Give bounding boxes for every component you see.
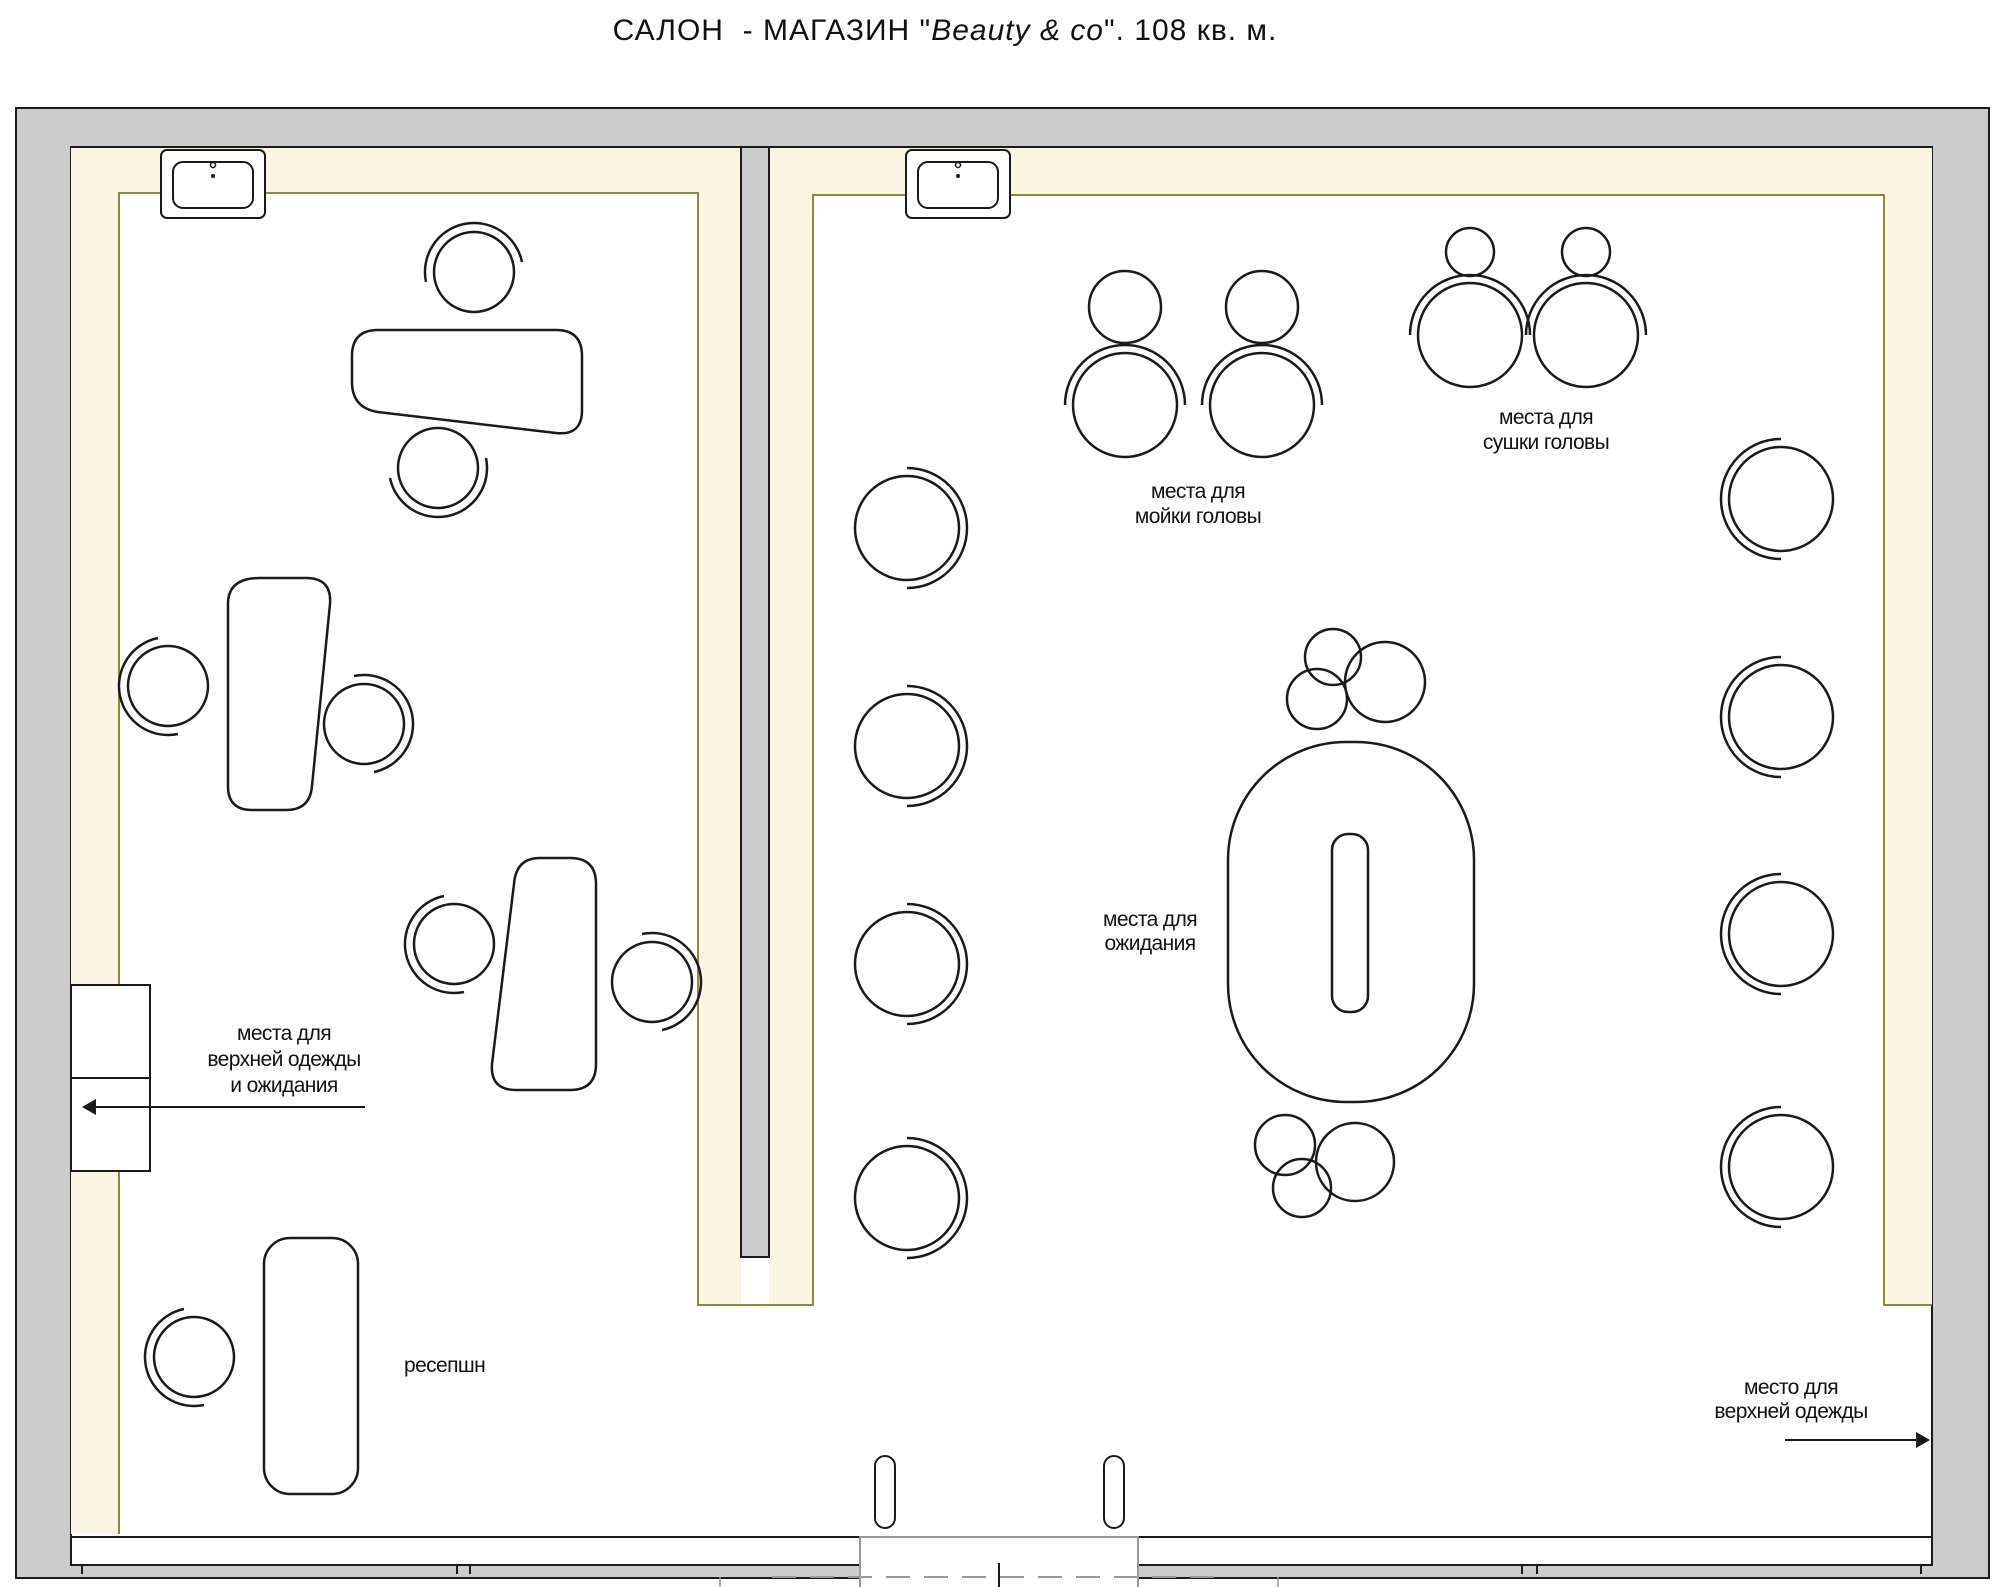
wash-label: места для bbox=[1151, 480, 1245, 503]
waiting-label: ожидания bbox=[1104, 932, 1195, 955]
reception-label: ресепшн bbox=[404, 1354, 485, 1377]
dry-stations bbox=[1408, 226, 1648, 389]
reception-desk bbox=[143, 1236, 360, 1496]
manicure-table bbox=[350, 221, 584, 519]
title-brand: Beauty & co bbox=[931, 14, 1104, 47]
title-suffix: ". 108 кв. м. bbox=[1103, 14, 1278, 47]
coat-wait-label: верхней одежды bbox=[207, 1048, 360, 1071]
dry-label: сушки головы bbox=[1483, 431, 1609, 454]
plan-title: САЛОН - МАГАЗИН "Beauty & co". 108 кв. м… bbox=[0, 14, 1890, 48]
wash-label: мойки головы bbox=[1135, 505, 1261, 528]
coat-arrow bbox=[1785, 1432, 1930, 1448]
coat-wait-label: места для bbox=[237, 1022, 331, 1045]
coat-wait-label: и ожидания bbox=[230, 1074, 337, 1097]
wash-stations bbox=[1063, 269, 1324, 459]
coat-cabinet bbox=[70, 984, 365, 1172]
manicure-table bbox=[117, 576, 415, 812]
sink-icon bbox=[160, 149, 266, 219]
title-prefix: САЛОН - МАГАЗИН " bbox=[612, 14, 932, 47]
sink-icon bbox=[905, 149, 1011, 219]
wall-finish bbox=[71, 146, 1932, 1534]
waiting-sofa bbox=[1226, 627, 1476, 1219]
storefront bbox=[70, 1455, 1933, 1587]
coat-label: верхней одежды bbox=[1714, 1400, 1867, 1423]
dry-label: места для bbox=[1499, 406, 1593, 429]
manicure-table bbox=[403, 856, 703, 1092]
waiting-label: места для bbox=[1103, 908, 1197, 931]
coat-label: место для bbox=[1744, 1376, 1838, 1399]
labels: места для мойки головы места для сушки г… bbox=[207, 406, 1868, 1423]
